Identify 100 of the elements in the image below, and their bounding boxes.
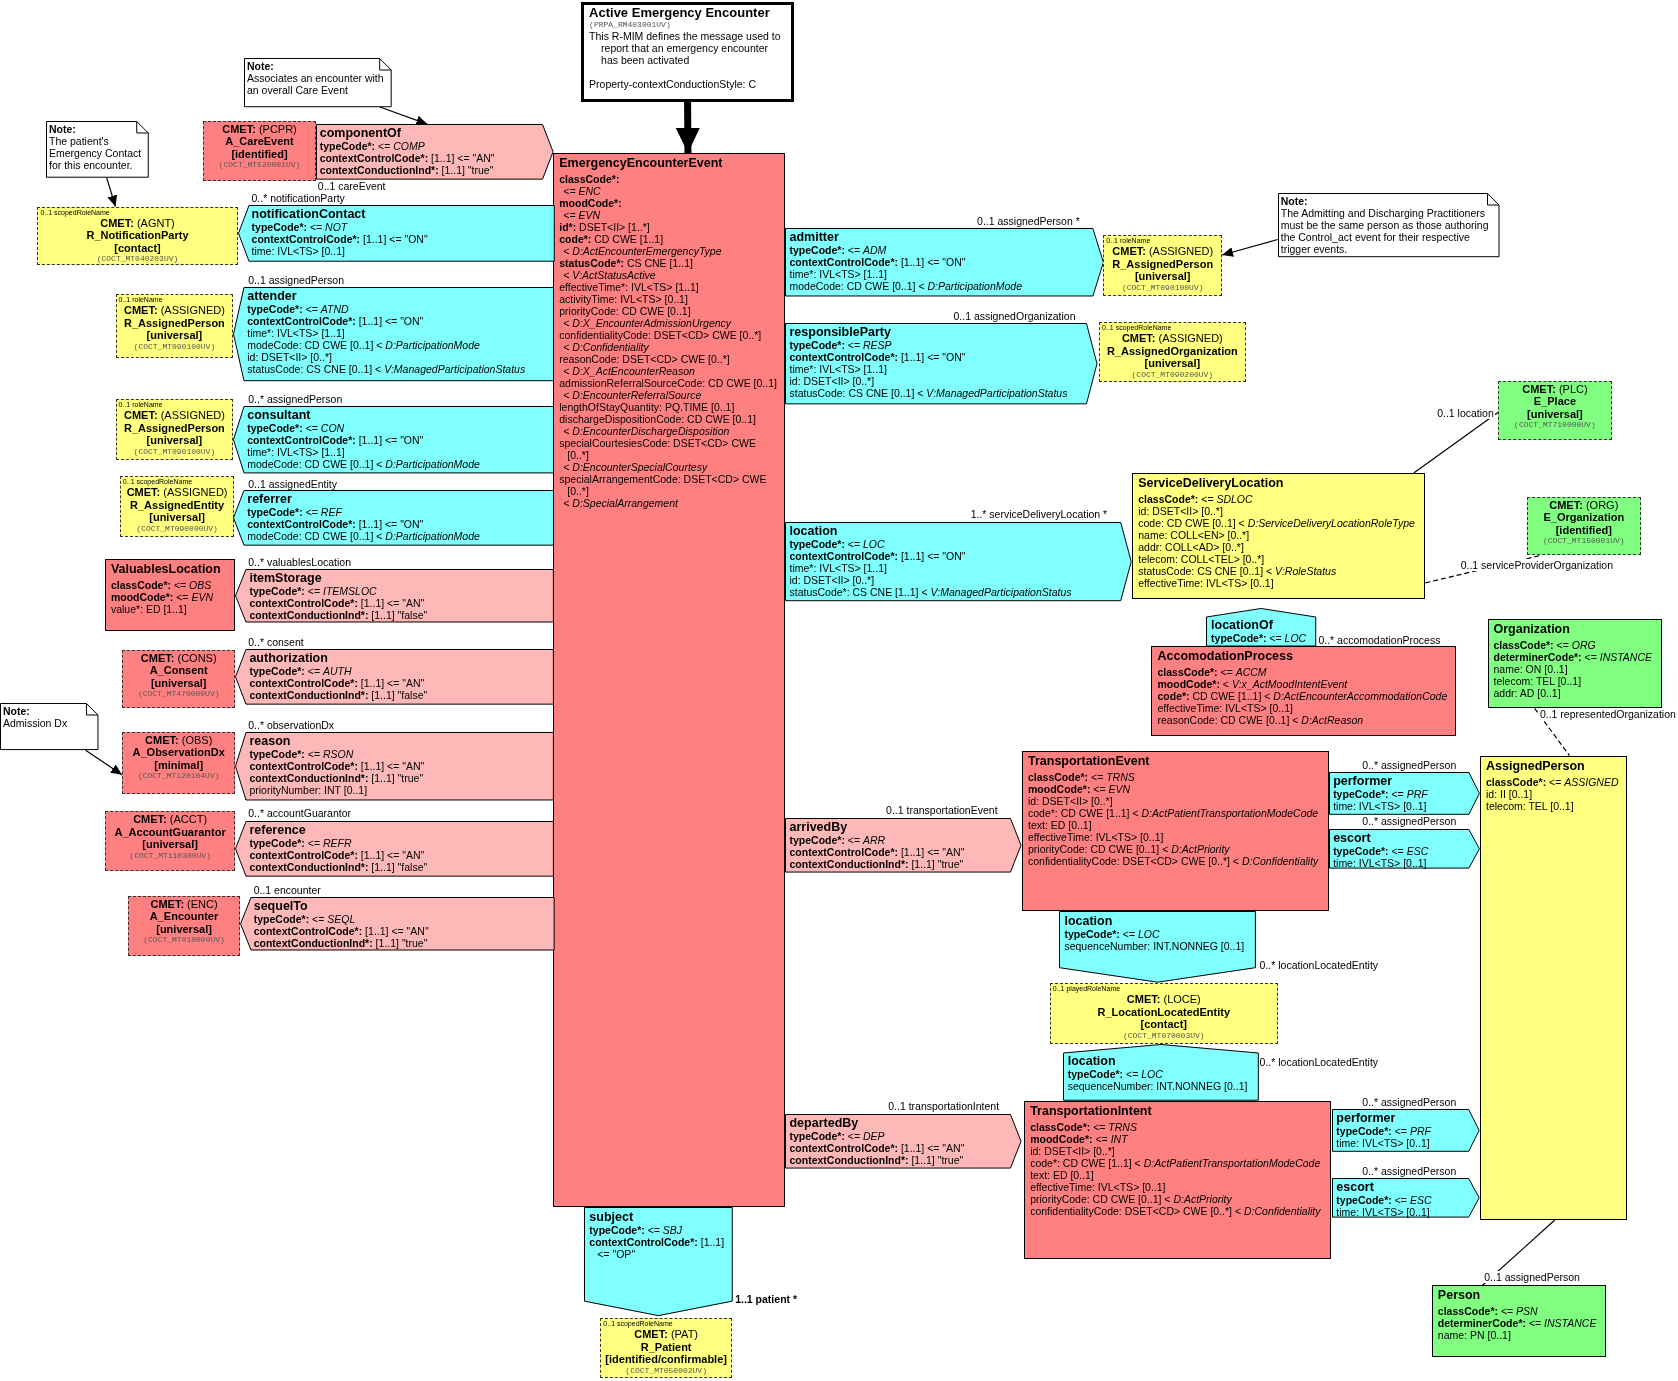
class-name: Person: [1437, 1288, 1482, 1303]
arrow: [1221, 238, 1279, 257]
attribute-text: contextControlCode*: [1..1] <= "AN": [249, 760, 426, 772]
association-name: admitter: [789, 229, 840, 244]
attribute-text: text: ED [0..1]: [1028, 819, 1093, 832]
cmet-name: [identified]: [230, 147, 289, 161]
model-id: (COCT_MT150001UV): [1542, 536, 1626, 547]
association-shape: [235, 732, 555, 801]
model-id: (COCT_MT040203UV): [95, 254, 180, 265]
attribute-text: effectiveTime*: IVL<TS> [1..1]: [559, 281, 700, 294]
attribute-text: typeCode*: <= LOC: [1064, 927, 1161, 940]
attribute-text: id: II [0..1]: [1486, 787, 1534, 800]
attribute-text: contextConductionInd*: [1..1] "true": [789, 857, 965, 870]
association-shape: [785, 227, 1105, 297]
model-id: (COCT_MT110300UV): [128, 850, 212, 861]
model-id: (COCT_MT120104UV): [136, 771, 221, 782]
multiplicity-label: 0..* locationLocatedEntity: [1259, 958, 1379, 971]
attribute-text: contextControlCode*: [1..1] <= "ON": [789, 255, 967, 268]
model-id: (COCT_MT070003UV): [1121, 1030, 1206, 1041]
attribute-text: modeCode: CD CWE [0..1] < D:ParticipationMode: [247, 338, 481, 351]
model-id: (COCT_MT090000UV): [135, 523, 219, 534]
attribute-text: id: DSET<II> [0..*]: [1030, 1145, 1116, 1158]
cmet-name: R_AssignedPerson: [1111, 257, 1215, 271]
association-shape: [785, 522, 1133, 602]
cmet-label: CMET: (ASSIGNED): [1111, 245, 1215, 258]
attribute-text: typeCode*: <= ADM: [789, 243, 888, 256]
cmet-name: [minimal]: [153, 759, 205, 772]
association-name: location: [789, 524, 839, 539]
attribute-text: addr: AD [0..1]: [1493, 686, 1561, 699]
attribute-text: moodCode*: <= INT: [1030, 1133, 1129, 1146]
attribute-text: contextControlCode*: [1..1] <= "AN": [253, 924, 430, 937]
cmet-label: CMET: (PCPR): [221, 122, 298, 136]
association-name: arrivedBy: [789, 819, 849, 834]
association-shape: [239, 896, 555, 951]
cmet-box: [37, 206, 238, 266]
attribute-text: classCode*: <= TRNS: [1030, 1121, 1138, 1134]
attribute-text: statusCode: CS CNE [0..1] < V:ManagedParticipationStatus: [247, 362, 527, 375]
attribute-text: sequenceNumber: INT.NONNEG [0..1]: [1067, 1080, 1249, 1093]
multiplicity-label: 0..* consent: [248, 635, 304, 648]
association-name: reference: [249, 822, 307, 837]
multiplicity-label: 0..* valuablesLocation: [248, 556, 351, 569]
cmet-name: [universal]: [1143, 357, 1202, 370]
cmet-name: A_Consent: [148, 664, 209, 677]
attribute-text: contextControlCode*: [1..1] <= "AN": [249, 676, 426, 689]
model-id: (COCT_MT470000UV): [136, 689, 221, 700]
note-box: [244, 57, 392, 107]
multiplicity-label: 1..* serviceDeliveryLocation *: [970, 508, 1108, 521]
attribute-text: classCode*: <= TRNS: [1028, 771, 1136, 784]
association-shape: [235, 648, 555, 705]
attribute-text: typeCode*: <= REF: [247, 506, 344, 519]
association-name: subject: [589, 1210, 635, 1225]
class-name: AssignedPerson: [1486, 758, 1586, 773]
connector-line: [1534, 707, 1571, 757]
note-text: Admission Dx: [3, 717, 69, 730]
attribute-text: time*: IVL<TS> [1..1]: [789, 363, 888, 376]
class-box: [1022, 751, 1330, 911]
arrow: [106, 177, 118, 208]
class-box: [1024, 1101, 1332, 1259]
association-name: reason: [249, 734, 292, 748]
class-name: TransportationIntent: [1030, 1104, 1153, 1119]
multiplicity-label: 0..* assignedPerson: [248, 392, 343, 405]
connector-line: [1413, 411, 1499, 474]
class-name: Organization: [1493, 621, 1571, 636]
cmet-label: CMET: (ORG): [1548, 498, 1620, 512]
attribute-text: typeCode*: <= LOC: [1067, 1068, 1164, 1081]
attribute-text: time*: IVL<TS> [1..1]: [789, 267, 888, 280]
attribute-text: contextControlCode*: [1..1] <= "ON": [247, 433, 425, 446]
attribute-text: id: DSET<II> [0..*]: [789, 574, 876, 587]
model-id: (COCT_MT090100UV): [132, 446, 217, 457]
attribute-text: priorityNumber: INT [0..1]: [249, 784, 369, 796]
attribute-text: typeCode*: <= PRF: [1336, 1124, 1433, 1137]
attribute-text: classCode*: <= ACCM: [1157, 666, 1268, 679]
note-heading: Note:: [3, 705, 31, 718]
cmet-label: CMET: (ASSIGNED): [123, 409, 226, 422]
attribute-text: moodCode*: <= EVN: [1028, 783, 1132, 796]
multiplicity-label: 0..* accountGuarantor: [248, 806, 351, 819]
multiplicity-label: 0..1 transportationIntent: [888, 1100, 1000, 1113]
note-text: The patient's Emergency Contact for this encounter.: [49, 134, 143, 171]
attribute-text: typeCode*: <= RESP: [789, 339, 893, 352]
attribute-text: contextControlCode*: [1..1] <= "OP": [589, 1236, 726, 1261]
multiplicity-label: 0..1 assignedPerson: [248, 273, 344, 286]
attribute-text: classCode*: <= ORG: [1493, 638, 1597, 651]
attribute-text: telecom: TEL [0..1]: [1493, 674, 1583, 687]
attribute-text: contextControlCode*: [1..1] <= "AN": [249, 597, 426, 610]
attribute-text: addr: COLL<AD> [0..*]: [1138, 541, 1245, 553]
cmet-name: [identified]: [1554, 523, 1613, 537]
multiplicity-label: 0..1 encounter: [253, 883, 321, 896]
cmet-box: [119, 476, 235, 538]
association-shape: [235, 820, 555, 877]
attribute-text: confidentialityCode: DSET<CD> CWE [0..*] < D:Confidentiality: [1030, 1205, 1322, 1218]
attribute-text: code: CD CWE [0..1] < D:ServiceDeliveryLocationRoleType: [1138, 517, 1416, 529]
association-name: location: [1067, 1054, 1117, 1069]
multiplicity-label: 0..* observationDx: [248, 719, 335, 732]
attribute-text: contextControlCode*: [1..1] <= "ON": [247, 518, 425, 531]
association-name: consultant: [247, 407, 312, 422]
multiplicity-label: 0..* assignedPerson: [1362, 815, 1457, 828]
class-name: EmergencyEncounterEvent: [559, 156, 724, 171]
attribute-text: modeCode: CD CWE [0..1] < D:ParticipationMode: [789, 279, 1024, 292]
cmet-box: [122, 732, 236, 795]
attribute-text: time*: IVL<TS> [1..1]: [247, 326, 346, 339]
